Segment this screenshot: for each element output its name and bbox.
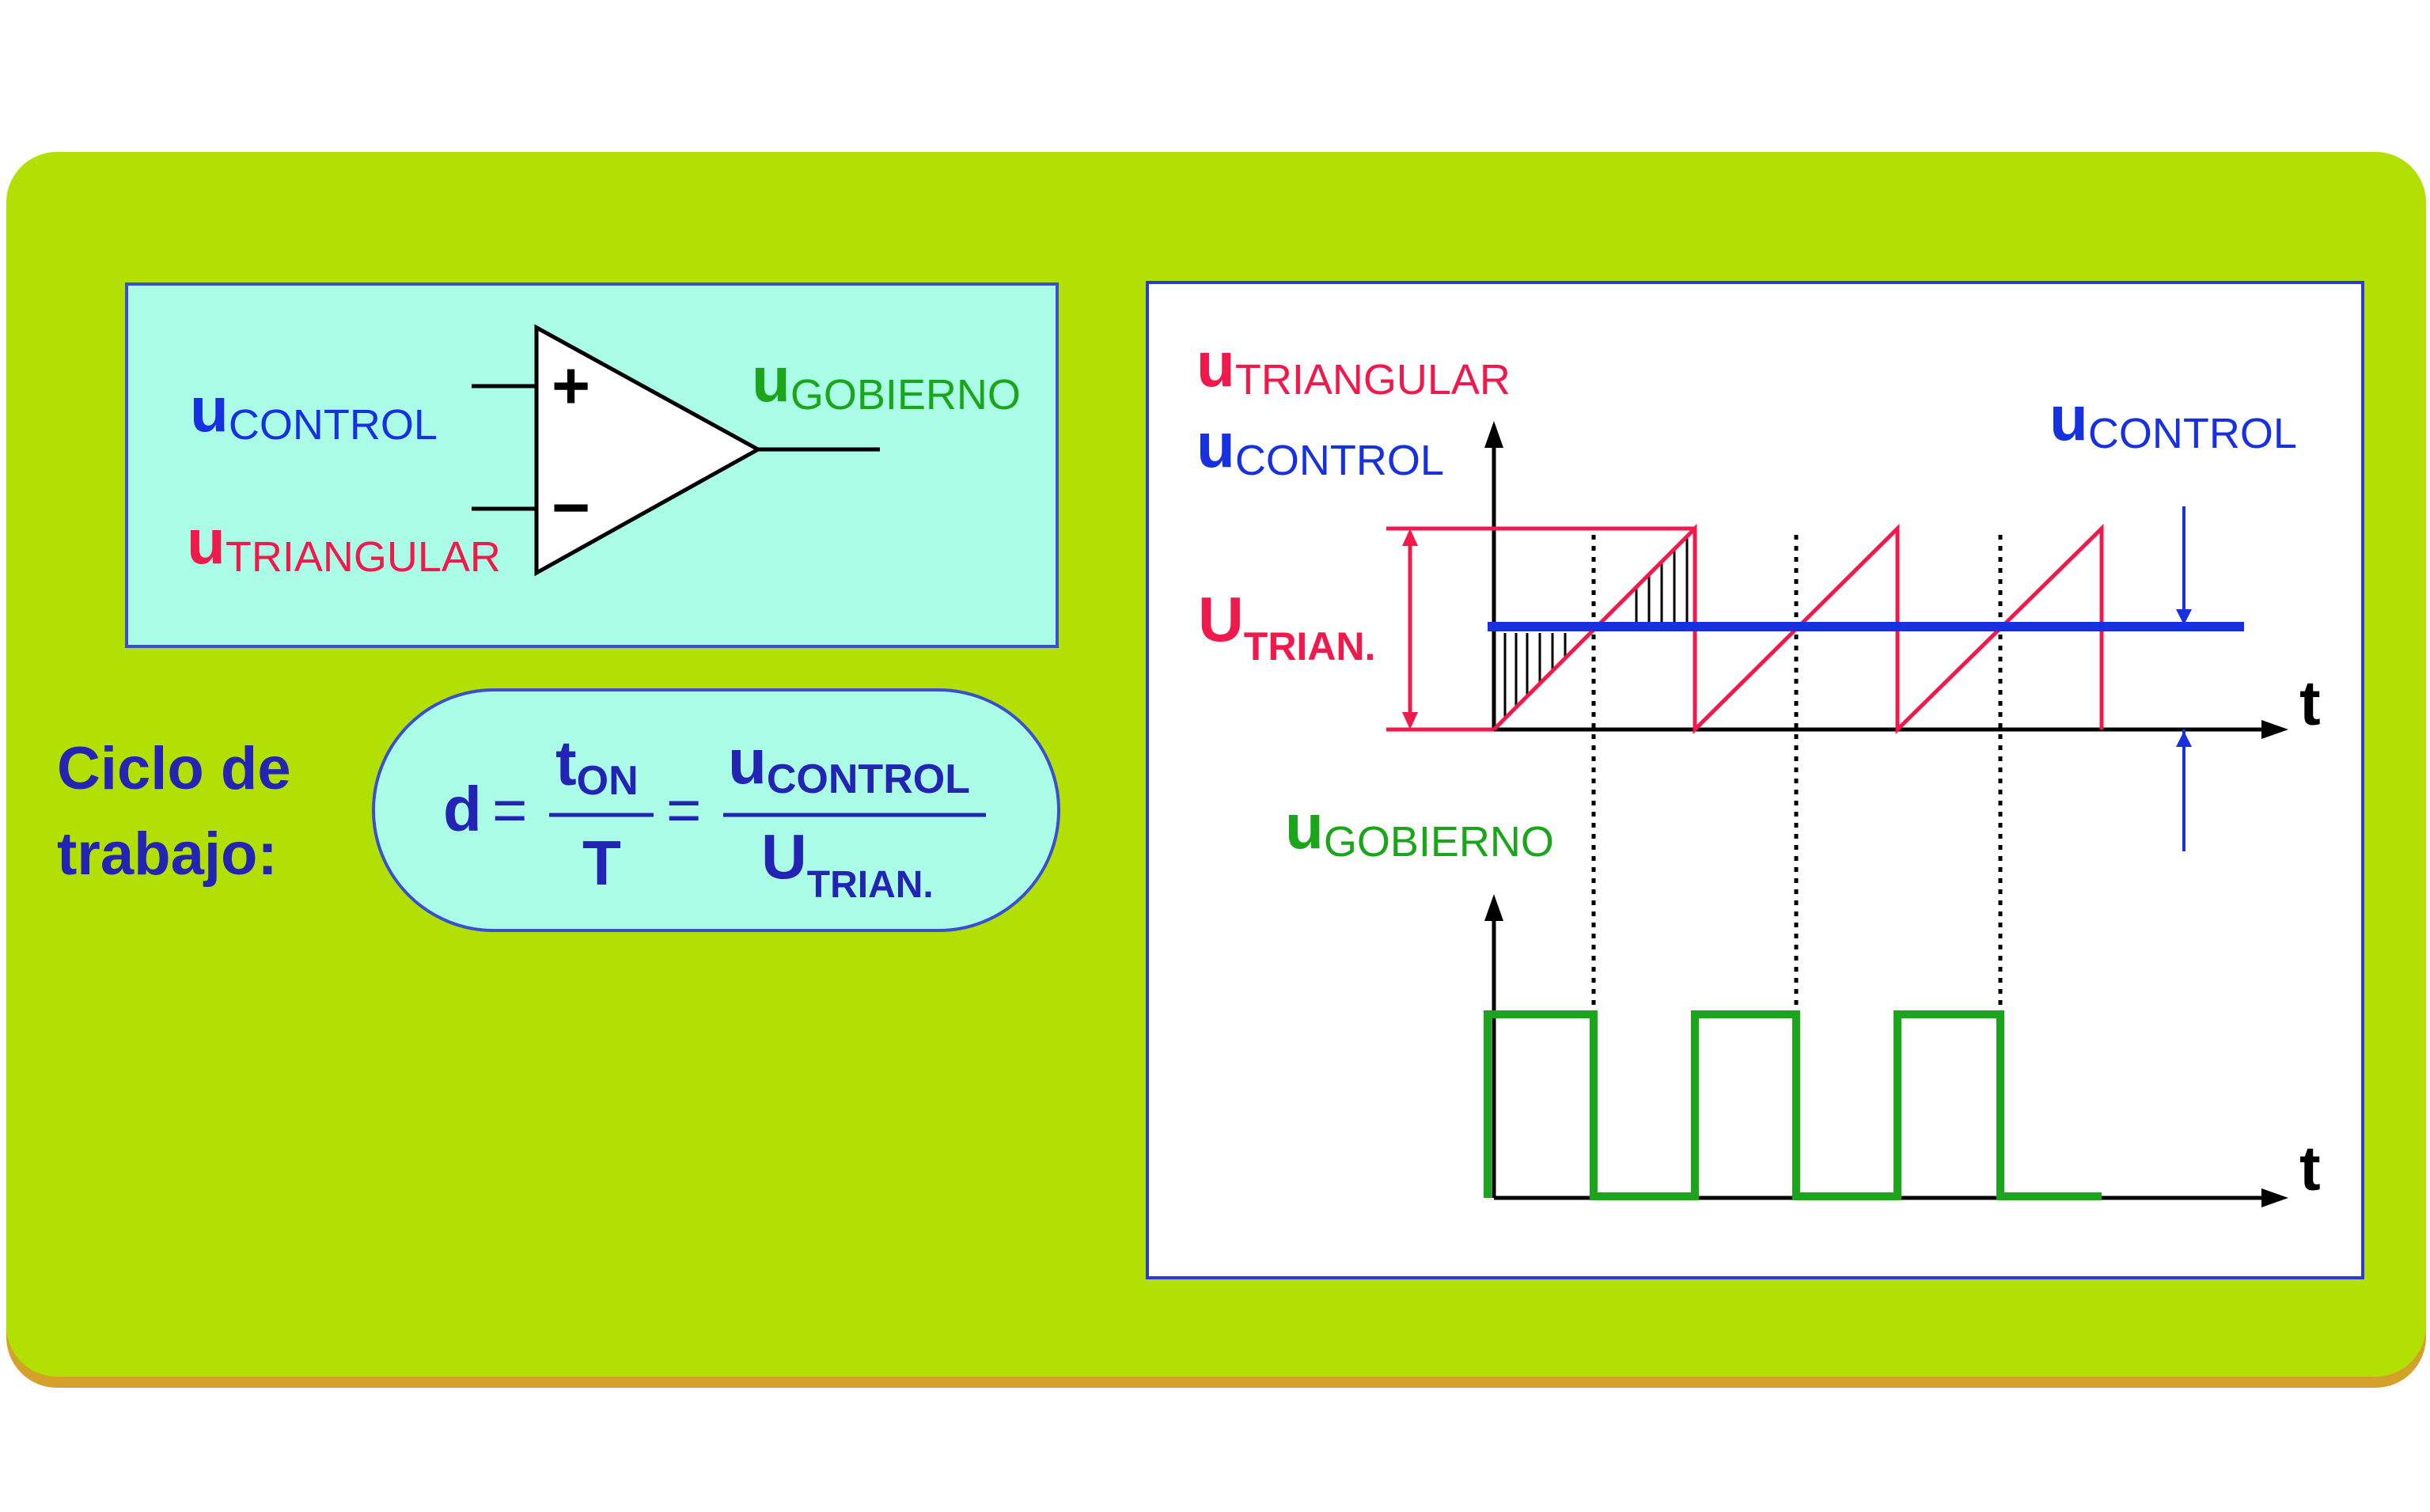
bottom-y-arrow [1484,894,1503,921]
label-u-control-right: uCONTROL [2049,383,2297,457]
triangular-signal [1386,523,2104,735]
label-amplitude: UTRIAN. [1198,584,1375,669]
bottom-x-arrow [2261,1188,2288,1207]
gobierno-pwm-signal [1484,1010,2102,1200]
top-y-arrow [1484,421,1503,448]
label-u-triangular: uTRIANGULAR [1196,329,1511,404]
top-axes [1484,421,2288,739]
duty-cycle-label-line2: trabajo: [57,820,278,888]
difference-hatching [1503,538,1689,717]
formula-denominator: UTRIAN. [761,821,934,906]
label-t-top: t [2299,668,2321,738]
formula-equals-1: = [492,777,527,844]
comparator-minus-label: uTRIANGULAR [187,506,501,581]
comparator: + − uCONTROL uTRIANGULAR uGOBIERNO [187,324,1021,581]
waveform-labels: uTRIANGULAR uCONTROL uCONTROL UTRIAN. t … [1196,329,2321,1203]
formula-numerator: uCONTROL [728,726,970,802]
waveform-box [1146,281,2364,1279]
formula-t-on: tON [555,728,639,804]
op-amp-triangle [534,324,763,577]
label-u-gobierno: uGOBIERNO [1285,791,1554,866]
bottom-axes [1484,894,2288,1207]
formula-T: T [582,828,621,898]
plus-sign: + [552,348,590,423]
minus-sign: − [552,470,590,544]
formula-equals-2: = [666,777,701,844]
label-u-control: uCONTROL [1196,410,1444,484]
dotted-crossing-lines [1591,535,2003,1198]
duty-cycle-formula: d = tON T = uCONTROL UTRIAN. [443,726,986,906]
comparator-output-label: uGOBIERNO [752,344,1021,419]
duty-cycle-label-line1: Ciclo de [57,735,291,802]
formula-d: d [443,774,482,844]
control-signal [1488,506,2244,851]
duty-cycle-formula-box [372,688,1060,932]
control-arrow-up [2176,731,2192,747]
comparator-plus-label: uCONTROL [190,374,438,449]
amplitude-arrow-top [1402,529,1418,546]
top-x-arrow [2261,720,2288,739]
amplitude-arrow-bottom [1402,712,1418,729]
duty-cycle-label: Ciclo de trabajo: [57,726,358,897]
label-t-bottom: t [2299,1133,2321,1203]
control-arrow-down [2176,609,2192,625]
